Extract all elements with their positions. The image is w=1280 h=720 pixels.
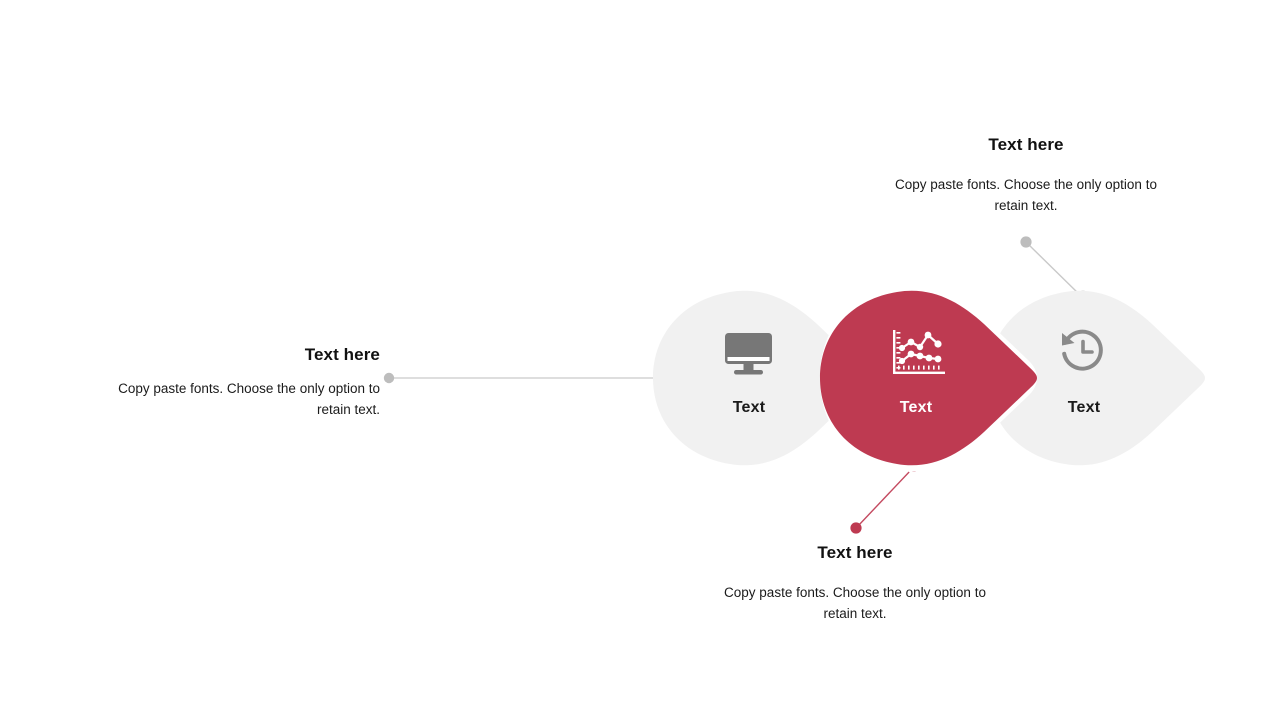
connector-line-top-right xyxy=(1027,243,1082,297)
callout-left-body: Copy paste fonts. Choose the only option… xyxy=(118,380,380,417)
connector-dot-bottom-outer xyxy=(850,522,862,534)
callout-left-title: Text here xyxy=(304,345,380,364)
history-clock-icon xyxy=(1062,329,1103,371)
node-shape-1[interactable] xyxy=(653,290,870,466)
callout-bottom-body: Copy paste fonts. Choose the only option… xyxy=(724,584,986,621)
monitor-icon xyxy=(725,333,772,375)
node-label-1: Text xyxy=(732,399,766,416)
connector-dot-left xyxy=(383,372,395,384)
node-shape-3[interactable] xyxy=(988,290,1205,466)
callout-bottom: Text here Copy paste fonts. Choose the o… xyxy=(715,543,995,625)
node-label-2: Text xyxy=(899,399,933,416)
node-label-3: Text xyxy=(1067,399,1101,416)
callout-top-right: Text here Copy paste fonts. Choose the o… xyxy=(886,135,1166,217)
connector-line-bottom xyxy=(857,469,912,527)
callout-bottom-title: Text here xyxy=(817,543,893,562)
callout-left: Text here Copy paste fonts. Choose the o… xyxy=(98,345,380,421)
node-shape-2[interactable] xyxy=(820,290,1037,466)
callout-top-right-title: Text here xyxy=(988,135,1064,154)
callout-top-right-body: Copy paste fonts. Choose the only option… xyxy=(895,176,1157,213)
connector-dot-top-right-outer xyxy=(1020,236,1032,248)
line-chart-icon xyxy=(893,330,945,374)
